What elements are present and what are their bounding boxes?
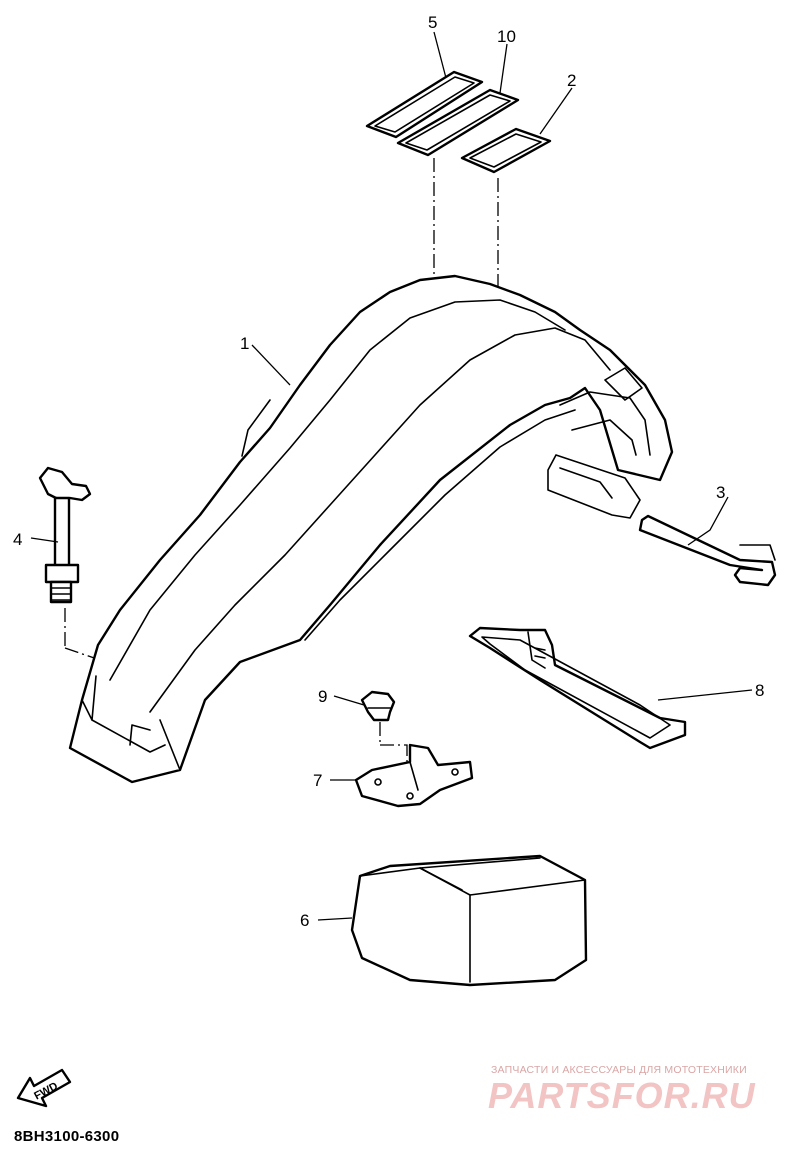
decal-part-5 xyxy=(365,70,484,139)
callout-label-1: 1 xyxy=(240,334,249,353)
callout-label-6: 6 xyxy=(300,911,309,930)
callout-label-5: 5 xyxy=(428,13,437,32)
callout-label-8: 8 xyxy=(755,681,764,700)
band-part-8 xyxy=(468,626,687,750)
grommet-part-9 xyxy=(360,690,396,722)
callout-label-7: 7 xyxy=(313,771,322,790)
drawing-code: 8BH3100-6300 xyxy=(14,1128,120,1145)
bracket-part-7 xyxy=(354,743,474,808)
callout-label-2: 2 xyxy=(567,71,576,90)
callout-label-10: 10 xyxy=(497,27,516,46)
decal-part-10 xyxy=(396,88,520,157)
stay-rod-part-3 xyxy=(638,514,777,587)
leader-lines xyxy=(30,31,753,921)
forward-arrow-icon: FWD xyxy=(16,1068,72,1108)
callout-label-4: 4 xyxy=(13,530,22,549)
rear-fender-part-1 xyxy=(68,274,674,784)
decal-part-2 xyxy=(460,127,552,174)
callout-label-3: 3 xyxy=(716,483,725,502)
box-part-6 xyxy=(350,854,588,987)
watermark-caption: ЗАПЧАСТИ И АКСЕССУАРЫ ДЛЯ МОТОТЕХНИКИ xyxy=(491,1064,747,1076)
callout-label-9: 9 xyxy=(318,687,327,706)
bolt-part-4 xyxy=(38,466,92,604)
watermark-logo: PARTSFOR.RU xyxy=(488,1075,756,1116)
